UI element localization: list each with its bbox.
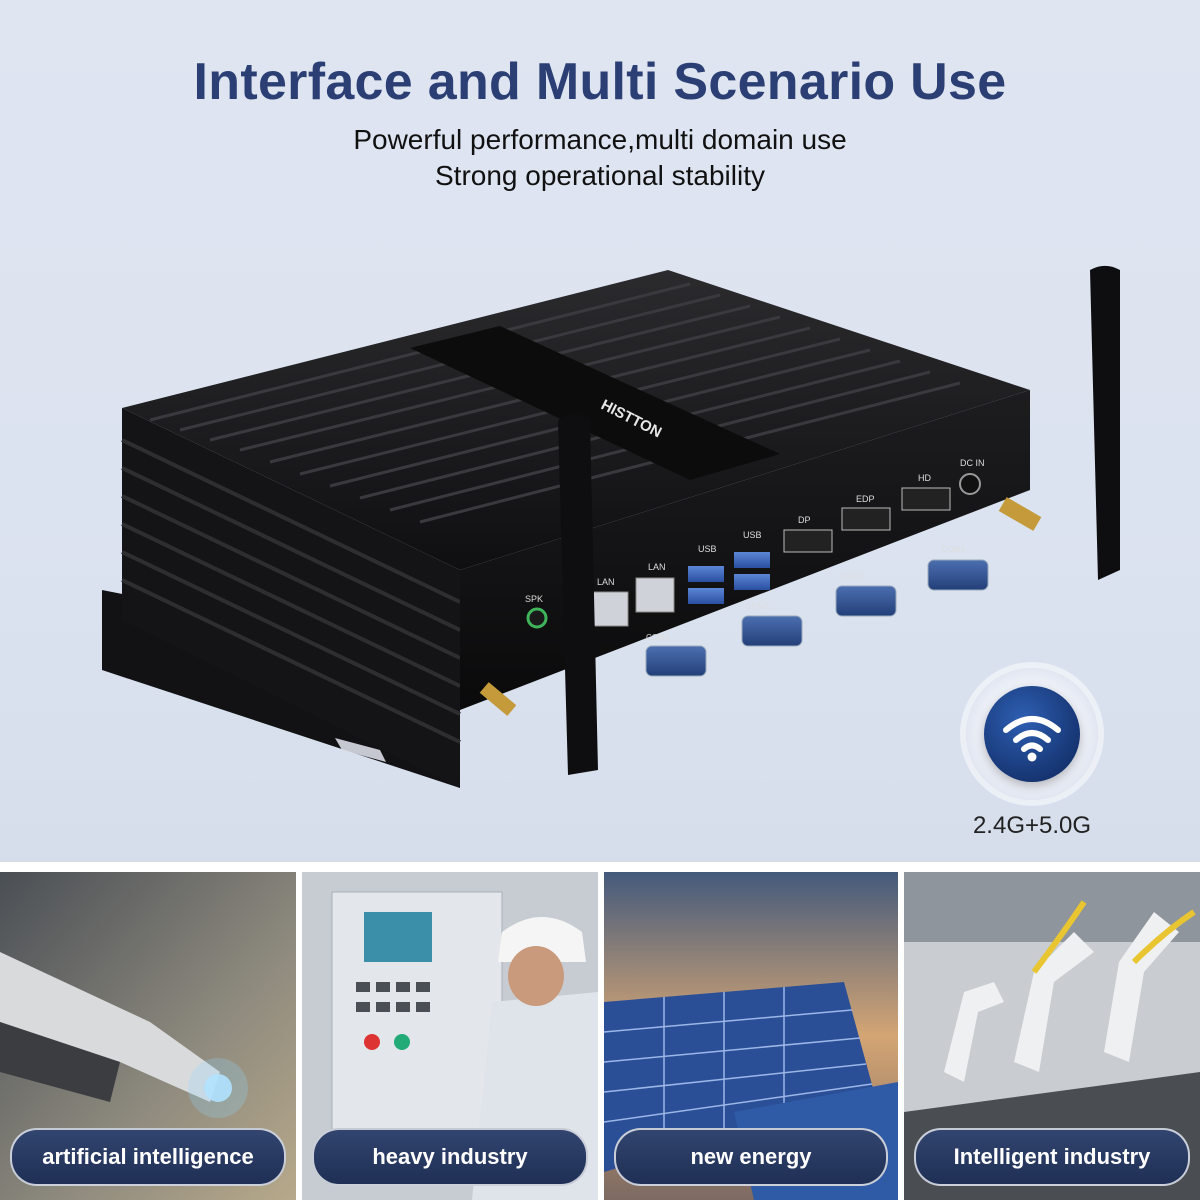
scenario-intelligent-industry-panel: Intelligent industry (904, 872, 1200, 1200)
lan-port-2 (635, 577, 675, 613)
dc-in-port (959, 473, 981, 495)
scenario-label-heavy-industry: heavy industry (312, 1128, 588, 1186)
com1-label: COM1 (942, 545, 966, 554)
usb-port (734, 574, 770, 590)
scenario-label-intelligent-industry: Intelligent industry (914, 1128, 1190, 1186)
lan-label-2: LAN (648, 562, 666, 572)
wifi-badge (966, 668, 1098, 800)
lan-port-1 (589, 591, 629, 627)
scenario-ai-panel: artificial intelligence (0, 872, 296, 1200)
scenario-label-ai: artificial intelligence (10, 1128, 286, 1186)
spk-label: SPK (525, 594, 543, 604)
usb-port (734, 552, 770, 568)
com4-port (645, 645, 707, 677)
lan-label-1: LAN (597, 577, 615, 587)
com2-label: COM2 (840, 572, 864, 581)
wifi-icon (984, 686, 1080, 782)
dp-label: DP (798, 515, 811, 525)
com2-port (835, 585, 897, 617)
scenario-new-energy-panel: new energy (604, 872, 898, 1200)
scenario-label-new-energy: new energy (614, 1128, 888, 1186)
mini-pc-device: HISTTON SPK LAN LAN USB USB DP EDP HD DC… (102, 265, 1120, 788)
antenna-left (479, 414, 598, 775)
hd-port (901, 487, 951, 511)
scenario-heavy-industry-panel: heavy industry (302, 872, 598, 1200)
dcin-label: DC IN (960, 458, 985, 468)
usb-port (688, 566, 724, 582)
subtitle-line-1: Powerful performance,multi domain use (353, 124, 847, 155)
com3-label: COM3 (746, 602, 770, 611)
page-title: Interface and Multi Scenario Use (193, 53, 1007, 111)
dp-port (783, 529, 833, 553)
hd-label: HD (918, 473, 931, 483)
com3-port (741, 615, 803, 647)
usb-label-2: USB (743, 530, 762, 540)
usb-port (688, 588, 724, 604)
subtitle-line-2: Strong operational stability (435, 160, 765, 191)
antenna-right (998, 265, 1120, 580)
wifi-band-label: 2.4G+5.0G (972, 812, 1092, 839)
edp-port (841, 507, 891, 531)
com4-label: COM4 (646, 633, 670, 642)
usb-label-1: USB (698, 544, 717, 554)
com1-port (927, 559, 989, 591)
edp-label: EDP (856, 494, 875, 504)
